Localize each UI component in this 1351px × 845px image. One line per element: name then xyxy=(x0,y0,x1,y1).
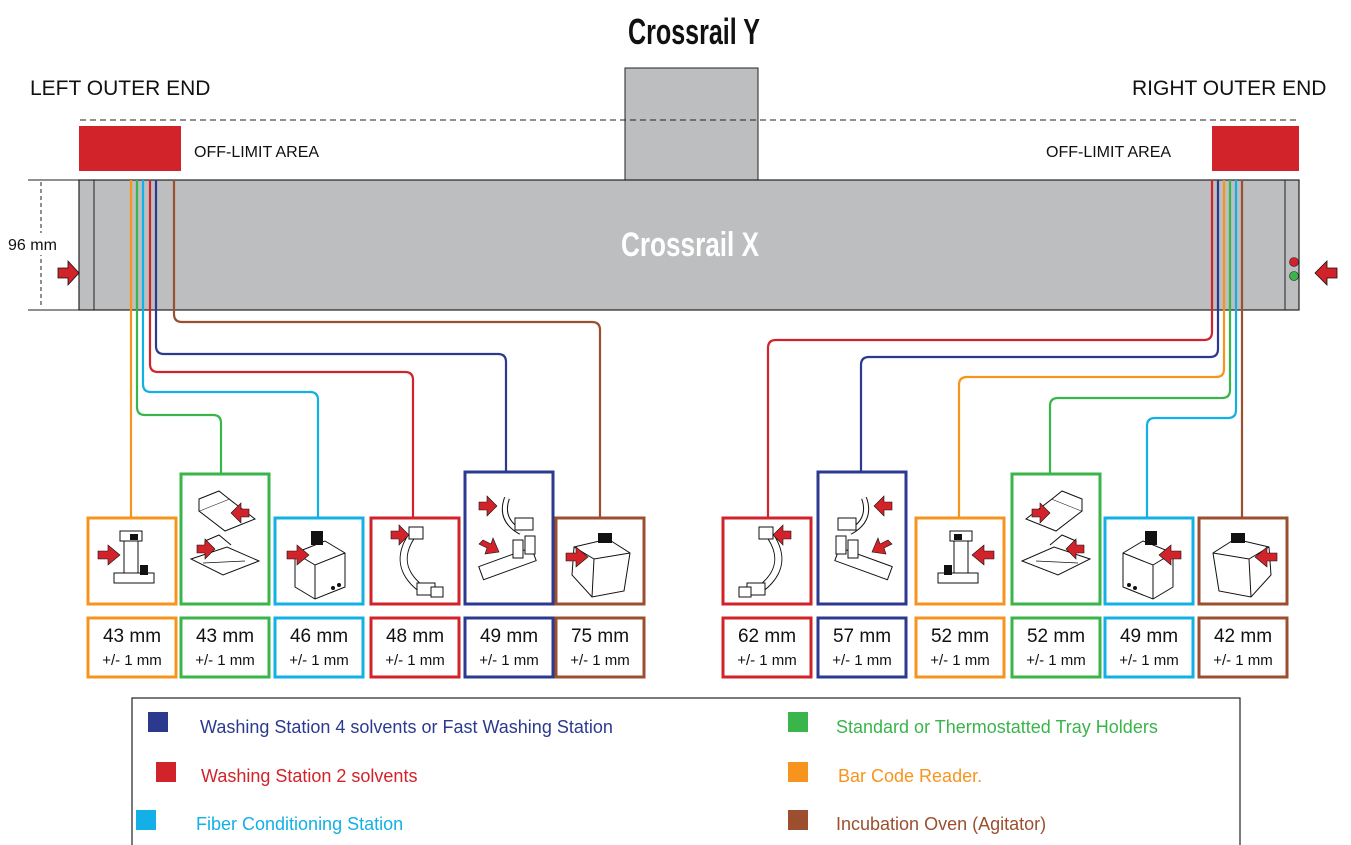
distance-value: 57 mm xyxy=(833,626,891,647)
legend-swatch-red xyxy=(156,762,176,782)
connector-line-right-5 xyxy=(1145,180,1238,518)
bar-code-reader-icon xyxy=(97,530,155,584)
incubation-oven-icon xyxy=(1212,533,1278,598)
distance-value: 49 mm xyxy=(1120,626,1178,647)
distance-box-right-1 xyxy=(721,616,813,679)
washing-station-4-icon xyxy=(478,495,537,581)
module-card-right-2 xyxy=(816,470,908,606)
crossrail-y-block xyxy=(624,67,759,183)
height-dimension-label: 96 mm xyxy=(8,237,57,254)
distance-value: 43 mm xyxy=(103,626,161,647)
distance-tolerance: +/- 1 mm xyxy=(385,652,445,669)
dimension-label-bg xyxy=(4,233,58,255)
module-card-left-5 xyxy=(463,470,555,606)
connector-line-right-3 xyxy=(957,180,1226,518)
left-edge-arrow-icon xyxy=(57,259,80,287)
legend-swatch-brown xyxy=(788,810,808,830)
crossrail-x-body xyxy=(78,179,1300,311)
connector-line-left-4 xyxy=(148,180,415,518)
distance-box-right-5 xyxy=(1103,616,1195,679)
distance-value: 52 mm xyxy=(1027,626,1085,647)
distance-tolerance: +/- 1 mm xyxy=(1026,652,1086,669)
distance-tolerance: +/- 1 mm xyxy=(1213,652,1273,669)
distance-box-left-3 xyxy=(273,616,365,679)
distance-box-left-2 xyxy=(179,616,271,679)
legend-label-red: Washing Station 2 solvents xyxy=(201,766,417,786)
off-limit-area-left xyxy=(79,126,181,171)
distance-box-left-1 xyxy=(86,616,178,679)
module-card-right-1 xyxy=(721,516,813,606)
distance-tolerance: +/- 1 mm xyxy=(1119,652,1179,669)
distance-box-left-6 xyxy=(554,616,646,679)
bar-code-reader-icon xyxy=(937,530,995,584)
distance-box-right-3 xyxy=(914,616,1006,679)
washing-station-2-icon xyxy=(738,524,792,598)
connector-line-right-4 xyxy=(1048,180,1232,474)
distance-value: 48 mm xyxy=(386,626,444,647)
distance-tolerance: +/- 1 mm xyxy=(930,652,990,669)
legend-swatch-green xyxy=(788,712,808,732)
left-outer-end-label: LEFT OUTER END xyxy=(30,77,210,100)
washing-station-4-icon xyxy=(834,495,893,581)
crossrail-x-title: Crossrail X xyxy=(621,226,759,264)
distance-value: 43 mm xyxy=(196,626,254,647)
distance-tolerance: +/- 1 mm xyxy=(102,652,162,669)
legend-swatch-orange xyxy=(788,762,808,782)
distance-tolerance: +/- 1 mm xyxy=(832,652,892,669)
crossrail-y-title: Crossrail Y xyxy=(628,11,760,52)
legend-swatch-blue xyxy=(148,712,168,732)
status-led-green-icon xyxy=(1289,271,1299,281)
distance-box-right-2 xyxy=(816,616,908,679)
connector-line-right-2 xyxy=(859,180,1220,472)
legend-label-blue: Washing Station 4 solvents or Fast Washi… xyxy=(200,717,613,737)
off-limit-area-right xyxy=(1212,126,1299,171)
connector-line-left-2 xyxy=(135,180,223,474)
distance-value: 42 mm xyxy=(1214,626,1272,647)
fiber-conditioning-icon xyxy=(1122,531,1182,600)
distance-tolerance: +/- 1 mm xyxy=(570,652,630,669)
distance-value: 52 mm xyxy=(931,626,989,647)
distance-tolerance: +/- 1 mm xyxy=(195,652,255,669)
distance-tolerance: +/- 1 mm xyxy=(289,652,349,669)
module-card-left-2 xyxy=(179,472,271,606)
connector-line-left-3 xyxy=(141,180,320,518)
distance-value: 46 mm xyxy=(290,626,348,647)
connector-line-left-5 xyxy=(154,180,508,472)
legend-label-orange: Bar Code Reader. xyxy=(838,766,982,786)
legend-label-cyan: Fiber Conditioning Station xyxy=(196,814,403,834)
distance-box-right-4 xyxy=(1010,616,1102,679)
legend-swatch-cyan xyxy=(136,810,156,830)
distance-tolerance: +/- 1 mm xyxy=(479,652,539,669)
off-limit-label-right: OFF-LIMIT AREA xyxy=(1046,144,1171,161)
distance-box-left-5 xyxy=(463,616,555,679)
distance-value: 49 mm xyxy=(480,626,538,647)
distance-value: 62 mm xyxy=(738,626,796,647)
tray-holder-icon xyxy=(189,490,261,576)
distance-value: 75 mm xyxy=(571,626,629,647)
distance-tolerance: +/- 1 mm xyxy=(737,652,797,669)
legend-box xyxy=(131,697,1241,845)
off-limit-label-left: OFF-LIMIT AREA xyxy=(194,144,319,161)
distance-box-left-4 xyxy=(369,616,461,679)
connector-line-left-6 xyxy=(172,180,602,518)
module-card-right-4 xyxy=(1010,472,1102,606)
status-led-red-icon xyxy=(1289,257,1299,267)
fiber-conditioning-icon xyxy=(286,531,346,600)
legend-label-brown: Incubation Oven (Agitator) xyxy=(836,814,1046,834)
legend-label-green: Standard or Thermostatted Tray Holders xyxy=(836,717,1158,737)
connector-line-right-1 xyxy=(766,180,1214,518)
incubation-oven-icon xyxy=(565,533,631,598)
right-edge-arrow-icon xyxy=(1314,260,1338,286)
tray-holder-icon xyxy=(1020,490,1092,576)
right-outer-end-label: RIGHT OUTER END xyxy=(1132,77,1326,100)
distance-box-right-6 xyxy=(1197,616,1289,679)
washing-station-2-icon xyxy=(390,524,444,598)
